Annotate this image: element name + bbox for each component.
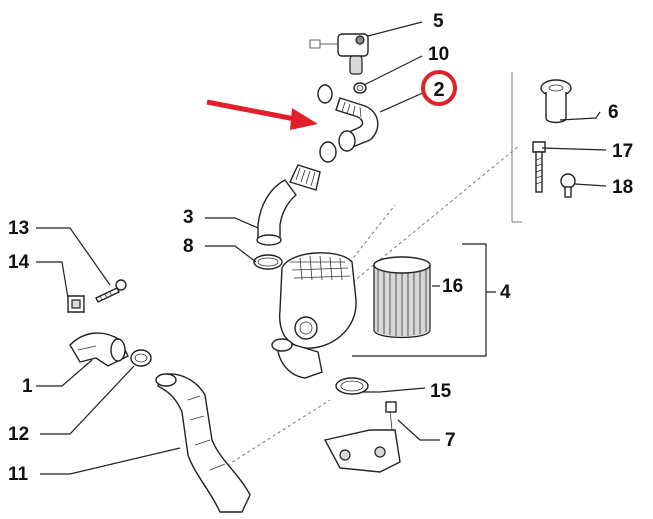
part-12-clamp [130, 349, 152, 367]
callout-8: 8 [183, 236, 194, 257]
highlight-ring: 2 [421, 70, 457, 106]
part-3-rubber-duct [256, 164, 321, 246]
part-15-clamp [335, 377, 369, 395]
callout-18: 18 [612, 177, 633, 198]
callout-11: 11 [8, 464, 29, 485]
callout-17: 17 [612, 141, 633, 162]
callout-2: 2 [433, 79, 444, 101]
part-8-clamp [253, 254, 283, 270]
callout-5: 5 [433, 11, 444, 32]
part-4-air-filter-housing [271, 252, 357, 379]
callout-14: 14 [8, 252, 30, 273]
part-7-bracket [323, 401, 401, 473]
callout-4: 4 [500, 282, 511, 303]
callout-13: 13 [8, 218, 29, 239]
dotted-guide-3 [211, 399, 331, 476]
part-6-cap [540, 79, 572, 124]
part-16-filter-element [373, 256, 431, 339]
part-10-small-clamp [353, 82, 367, 94]
callout-3: 3 [183, 207, 194, 228]
part-2-hose-elbow [317, 84, 379, 163]
red-arrow-icon [206, 99, 318, 130]
callout-7: 7 [445, 430, 456, 451]
part-1-intake-snorkel [69, 332, 129, 367]
callout-16: 16 [442, 276, 463, 297]
part-13-bolt [95, 279, 127, 303]
callout-15: 15 [430, 381, 452, 402]
callout-10: 10 [428, 44, 449, 65]
callout-12: 12 [8, 424, 29, 445]
callout-1: 1 [22, 376, 33, 397]
leader-lines [36, 21, 607, 475]
part-14-clip [67, 295, 85, 313]
part-18-screw [560, 173, 576, 198]
inset-frame [511, 72, 522, 223]
part-11-intake-duct [155, 373, 251, 513]
callout-6: 6 [608, 102, 619, 123]
part-5-valve-assembly [299, 12, 369, 75]
part-17-bolt [532, 141, 546, 193]
